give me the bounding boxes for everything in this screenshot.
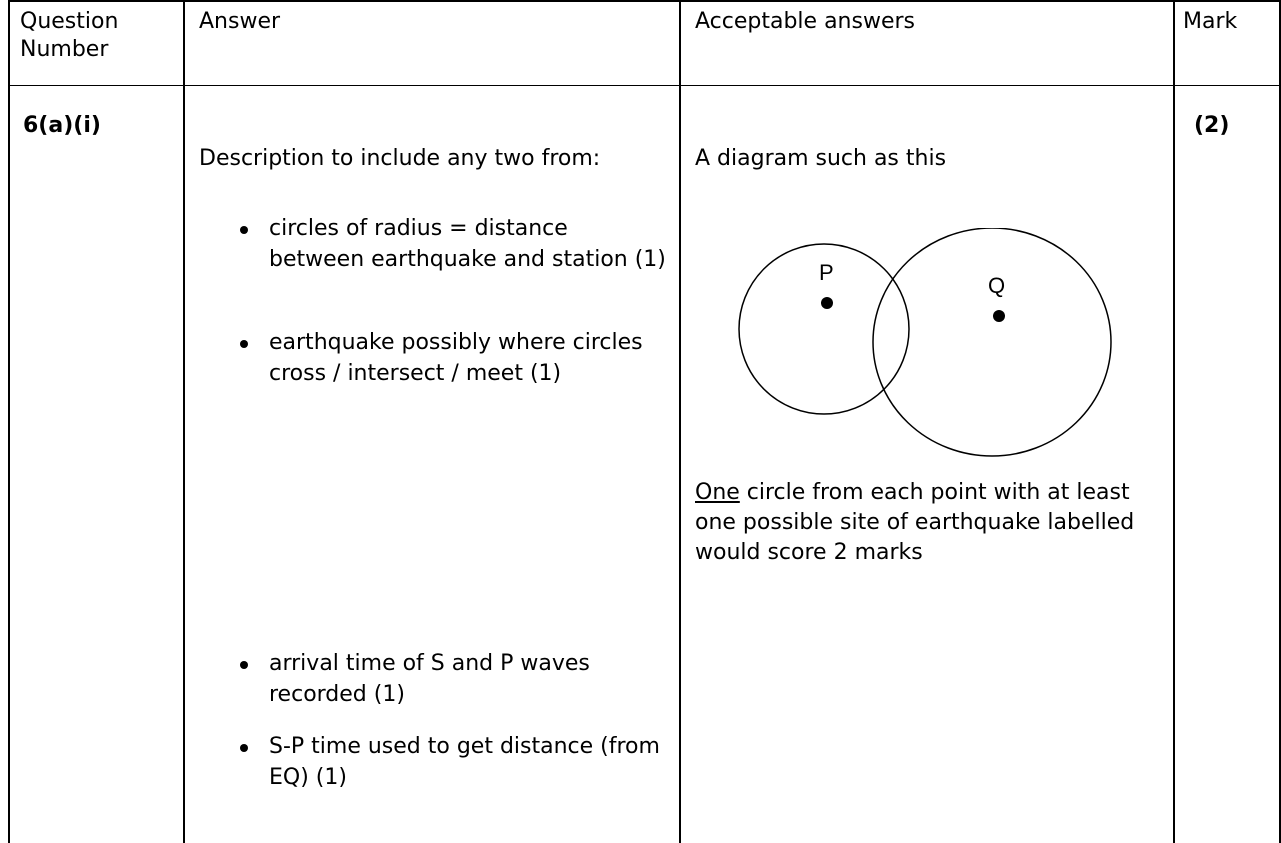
header-answer: Answer [199, 9, 281, 34]
header-divider [8, 85, 1281, 86]
col-border-right [1279, 0, 1281, 843]
note-underlined: One [695, 480, 740, 505]
label-p: P [819, 260, 834, 285]
bullet-text: S-P time used to get distance (from EQ) … [269, 734, 660, 790]
col-border-left [8, 0, 10, 843]
table-top-border [8, 0, 1281, 2]
answer-bullets-group-2: arrival time of S and P waves recorded (… [240, 648, 681, 793]
col-border-2 [679, 0, 681, 843]
bullet-icon [240, 744, 248, 752]
list-item: circles of radius = distance between ear… [240, 213, 681, 306]
header-acceptable-answers: Acceptable answers [695, 9, 915, 34]
answer-bullets-group-1: circles of radius = distance between ear… [240, 213, 681, 420]
col-border-1 [183, 0, 185, 843]
list-item: earthquake possibly where circles cross … [240, 327, 681, 420]
bullet-text: arrival time of S and P waves recorded (… [269, 651, 590, 707]
answer-intro: Description to include any two from: [199, 146, 601, 171]
circles-diagram: P Q [738, 228, 1112, 457]
point-p [821, 297, 833, 309]
list-item: S-P time used to get distance (from EQ) … [240, 731, 681, 793]
circle-p [738, 243, 910, 415]
circle-q [872, 228, 1112, 457]
question-number: 6(a)(i) [23, 113, 101, 138]
mark-value: (2) [1194, 113, 1230, 138]
note-rest: circle from each point with at least one… [695, 480, 1135, 565]
bullet-icon [240, 661, 248, 669]
header-mark: Mark [1183, 9, 1238, 34]
bullet-icon [240, 340, 248, 348]
bullet-text: earthquake possibly where circles cross … [269, 330, 643, 386]
list-item: arrival time of S and P waves recorded (… [240, 648, 681, 710]
col-border-3 [1173, 0, 1175, 843]
bullet-text: circles of radius = distance between ear… [269, 216, 666, 272]
header-question-number: Question Number [20, 9, 119, 62]
bullet-icon [240, 226, 248, 234]
point-q [993, 310, 1005, 322]
acceptable-note: One circle from each point with at least… [695, 478, 1155, 568]
acceptable-intro: A diagram such as this [695, 146, 947, 171]
label-q: Q [988, 273, 1005, 298]
